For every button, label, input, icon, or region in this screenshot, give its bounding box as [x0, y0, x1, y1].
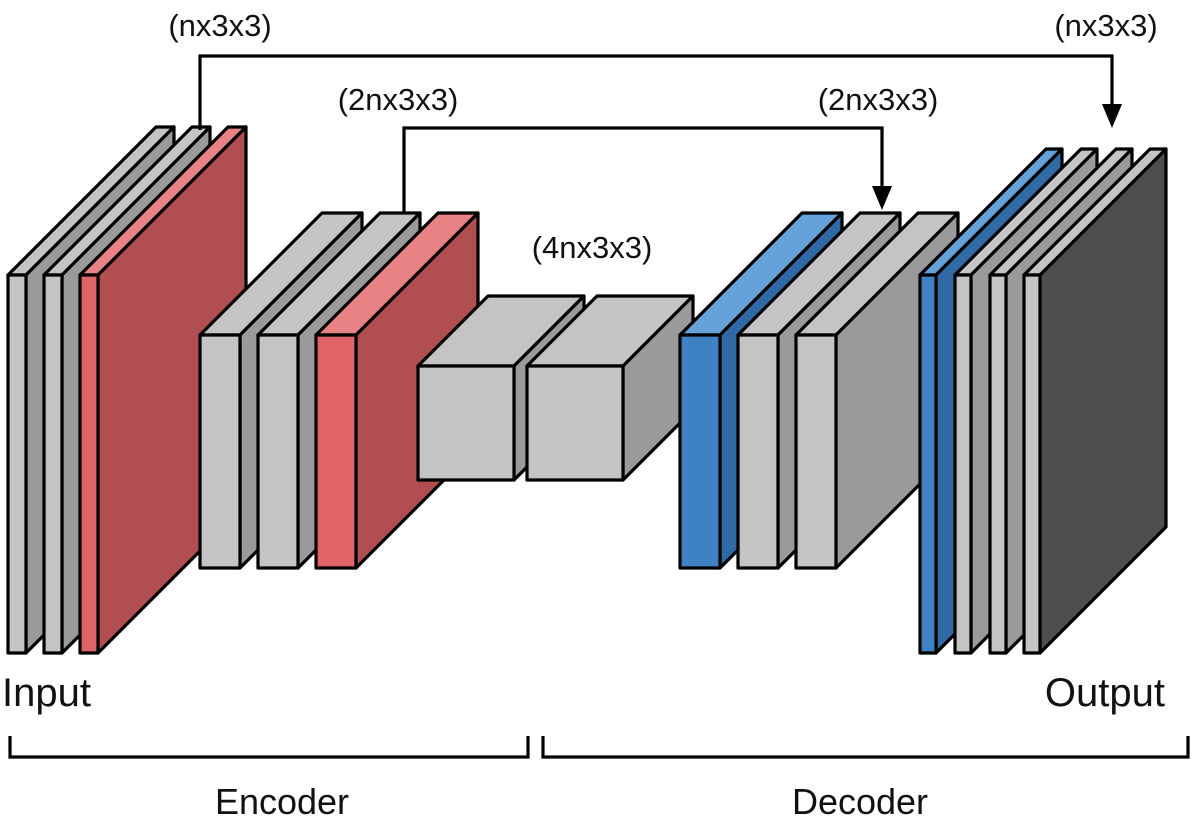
input-label: Input — [2, 671, 91, 715]
output-layer-2-front-face — [953, 273, 973, 655]
bottleneck-layer-2 — [525, 294, 695, 482]
skip-outer-left-label: (nx3x3) — [168, 8, 271, 43]
input-layer-2-front-face — [42, 273, 64, 655]
decoder-label: Decoder — [792, 781, 928, 822]
skip-outer-right-label: (nx3x3) — [1054, 8, 1157, 43]
decoder-layer-2-front-face — [736, 333, 780, 570]
output-layer-4 — [1022, 147, 1168, 655]
encoder-layer-1-front-face — [198, 333, 242, 570]
encoder-bracket — [8, 736, 530, 759]
decoder-layer-1-front-face — [678, 333, 722, 570]
encoder-label: Encoder — [215, 781, 349, 822]
decoder-bracket — [541, 736, 1190, 759]
output-layer-4-front-face — [1022, 273, 1042, 655]
bottleneck-layer-2-front-face — [525, 364, 625, 482]
input-layer-3-front-face — [78, 273, 100, 655]
output-layer-3-front-face — [988, 273, 1008, 655]
skip-inner-right-label: (2nx3x3) — [818, 82, 939, 117]
skip-connection-outer — [198, 54, 1114, 130]
skip-connection-outer-arrowhead — [1102, 104, 1122, 128]
output-layer-1-front-face — [918, 273, 938, 655]
skip-inner-left-label: (2nx3x3) — [338, 82, 459, 117]
bottleneck-label: (4nx3x3) — [532, 230, 653, 265]
output-label: Output — [1045, 671, 1165, 715]
input-layer-1-front-face — [6, 273, 28, 655]
encoder-layer-2-front-face — [256, 333, 300, 570]
encoder-layer-3-front-face — [314, 333, 358, 570]
layer-blocks — [6, 125, 1168, 655]
skip-connection-inner-arrowhead — [872, 186, 892, 210]
skip-connection-inner — [402, 126, 884, 213]
decoder-layer-3-front-face — [794, 333, 838, 570]
bottleneck-layer-1-front-face — [416, 364, 516, 482]
